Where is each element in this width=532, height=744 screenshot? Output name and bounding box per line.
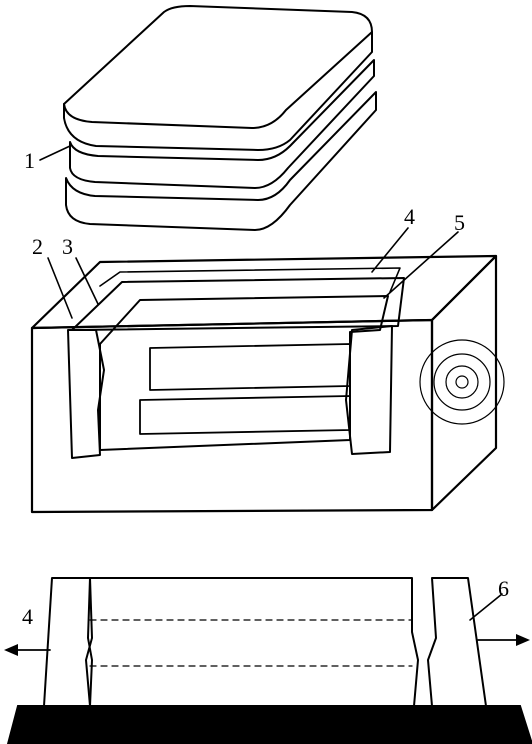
callout-3: 3 [62,234,73,259]
end-grain-rings [419,339,505,425]
stacked-slabs: 1 [24,5,377,231]
wooden-mould-box: 2 3 4 5 [30,204,505,514]
callout-4-bottom: 4 [22,604,33,629]
pull-arrow-right [477,634,530,646]
base-plate [6,705,532,744]
callout-6: 6 [498,576,509,601]
callout-2: 2 [32,234,43,259]
callout-4: 4 [404,204,415,229]
callout-1: 1 [24,148,35,173]
demoulded-assembly: 4 6 [4,576,532,744]
callout-5: 5 [454,210,465,235]
pull-arrow-left [4,644,51,656]
